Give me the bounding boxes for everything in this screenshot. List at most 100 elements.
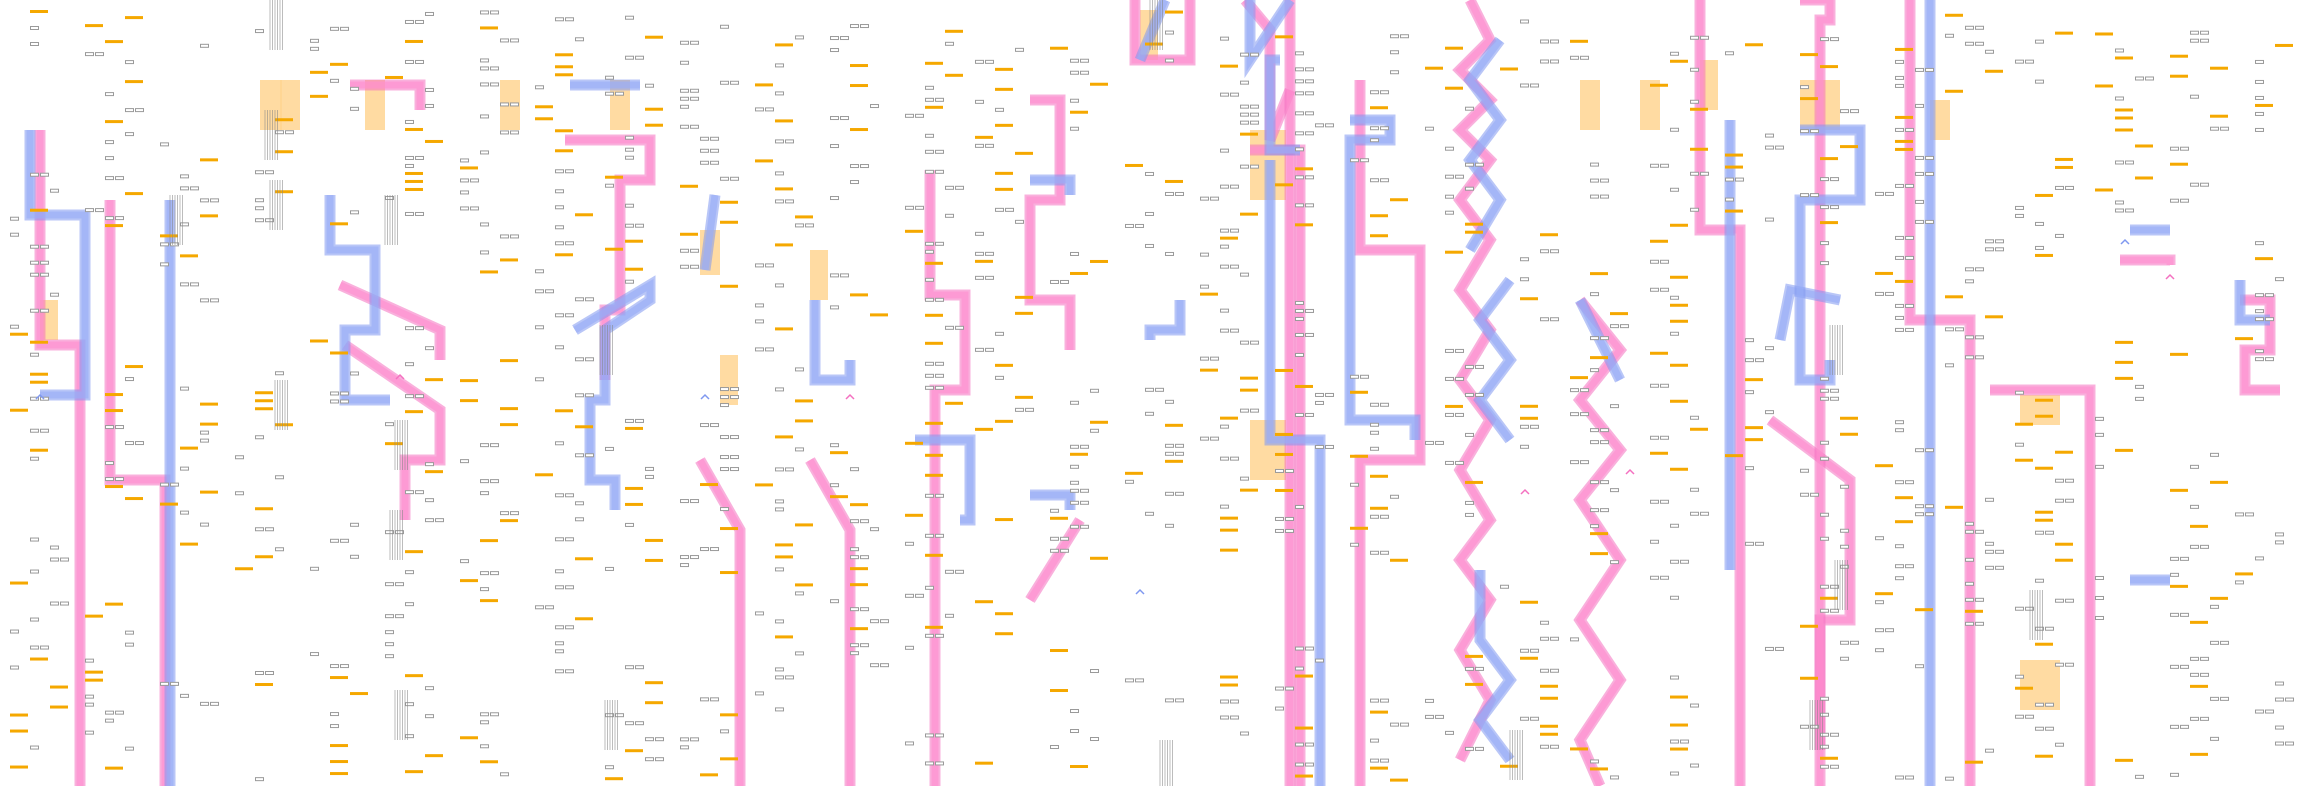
- gray-marker: [1305, 91, 1314, 96]
- gray-marker: [500, 511, 509, 516]
- gray-marker: [2210, 696, 2219, 701]
- gray-marker: [1725, 51, 1734, 56]
- gray-marker: [1220, 424, 1229, 429]
- gray-marker: [255, 29, 264, 34]
- orange-feature-bar: [2255, 257, 2273, 261]
- gray-marker: [350, 106, 359, 111]
- orange-feature-bar: [720, 284, 738, 288]
- gray-marker: [575, 517, 584, 522]
- gray-marker: [200, 701, 209, 706]
- gray-marker: [1905, 303, 1914, 308]
- gray-marker: [1445, 348, 1454, 353]
- orange-feature-bar: [995, 67, 1013, 71]
- gray-marker: [1295, 203, 1304, 208]
- gray-marker: [720, 507, 729, 512]
- gray-marker: [905, 205, 914, 210]
- gray-marker: [330, 78, 339, 83]
- gray-marker: [945, 613, 954, 618]
- orange-feature-bar: [995, 632, 1013, 636]
- orange-feature-bar: [105, 120, 123, 124]
- gray-marker: [2245, 512, 2254, 517]
- gray-marker: [1070, 480, 1079, 485]
- gray-marker: [680, 88, 689, 93]
- gray-marker: [2170, 664, 2179, 669]
- gray-marker: [1610, 488, 1619, 493]
- gray-marker: [1380, 126, 1389, 131]
- orange-feature-bar: [1895, 279, 1913, 283]
- gray-marker: [1660, 383, 1669, 388]
- gray-marker: [645, 474, 654, 479]
- orange-feature-bar: [1725, 165, 1743, 169]
- orange-feature-bar: [2210, 66, 2228, 70]
- gray-marker: [310, 566, 319, 571]
- orange-feature-bar: [1200, 368, 1218, 372]
- gray-marker: [160, 142, 169, 147]
- orange-feature-bar: [1220, 64, 1238, 68]
- orange-feature-bar: [125, 80, 143, 84]
- gray-marker: [330, 399, 339, 404]
- orange-feature-bar: [535, 117, 553, 121]
- gray-marker: [925, 277, 934, 282]
- gray-marker: [1600, 440, 1609, 445]
- gray-marker: [1765, 346, 1774, 351]
- gray-marker: [1915, 664, 1924, 669]
- gray-marker: [1465, 364, 1474, 369]
- gray-marker: [105, 156, 114, 161]
- orange-feature-bar: [850, 128, 868, 132]
- gray-marker: [2255, 79, 2264, 84]
- gray-marker: [1275, 516, 1284, 521]
- gray-marker: [425, 11, 434, 16]
- highlight-block: [365, 80, 385, 130]
- gray-marker: [925, 533, 934, 538]
- orange-feature-bar: [2210, 114, 2228, 118]
- orange-feature-bar: [1350, 390, 1368, 394]
- gray-marker: [1475, 392, 1484, 397]
- orange-feature-bar: [1275, 432, 1293, 436]
- feature-markers: [10, 0, 2294, 786]
- orange-feature-bar: [125, 192, 143, 196]
- orange-feature-bar: [1570, 747, 1588, 751]
- gray-marker: [2190, 30, 2199, 35]
- orange-feature-bar: [2170, 54, 2188, 58]
- gray-marker: [545, 289, 554, 294]
- orange-feature-bar: [480, 599, 498, 603]
- gray-marker: [925, 385, 934, 390]
- gray-marker: [1895, 59, 1904, 64]
- orange-feature-bar: [330, 62, 348, 66]
- pink-band-edge: [1990, 384, 2096, 786]
- gray-marker: [2190, 464, 2199, 469]
- gray-marker: [870, 619, 879, 624]
- orange-feature-bar: [1295, 223, 1313, 227]
- orange-feature-bar: [1915, 608, 1933, 612]
- gray-marker: [2190, 656, 2199, 661]
- chevron-up-icon: [2165, 273, 2175, 280]
- gray-marker: [385, 630, 394, 635]
- gray-marker: [2190, 182, 2199, 187]
- gray-marker: [690, 737, 699, 742]
- pink-band: [1575, 297, 1625, 786]
- gray-marker: [2275, 277, 2284, 282]
- gray-marker: [330, 26, 339, 31]
- gray-marker: [555, 241, 564, 246]
- gray-marker: [350, 371, 359, 376]
- gray-marker: [615, 91, 624, 96]
- orange-feature-bar: [2170, 488, 2188, 492]
- gray-marker: [1985, 748, 1994, 753]
- gray-marker: [50, 601, 59, 606]
- gray-marker: [425, 498, 434, 503]
- gray-marker: [255, 671, 264, 676]
- orange-feature-bar: [480, 26, 498, 30]
- gray-marker: [1725, 197, 1734, 202]
- gray-marker: [1820, 376, 1829, 381]
- orange-feature-bar: [625, 749, 643, 753]
- gray-marker: [310, 46, 319, 51]
- gray-marker: [1540, 620, 1549, 625]
- gray-marker: [490, 66, 499, 71]
- gray-marker: [1090, 669, 1099, 674]
- gray-marker: [1905, 480, 1914, 485]
- gray-marker: [425, 686, 434, 691]
- gray-marker: [1895, 327, 1904, 332]
- gray-marker: [480, 712, 489, 717]
- orange-feature-bar: [1390, 198, 1408, 202]
- gray-marker: [840, 36, 849, 41]
